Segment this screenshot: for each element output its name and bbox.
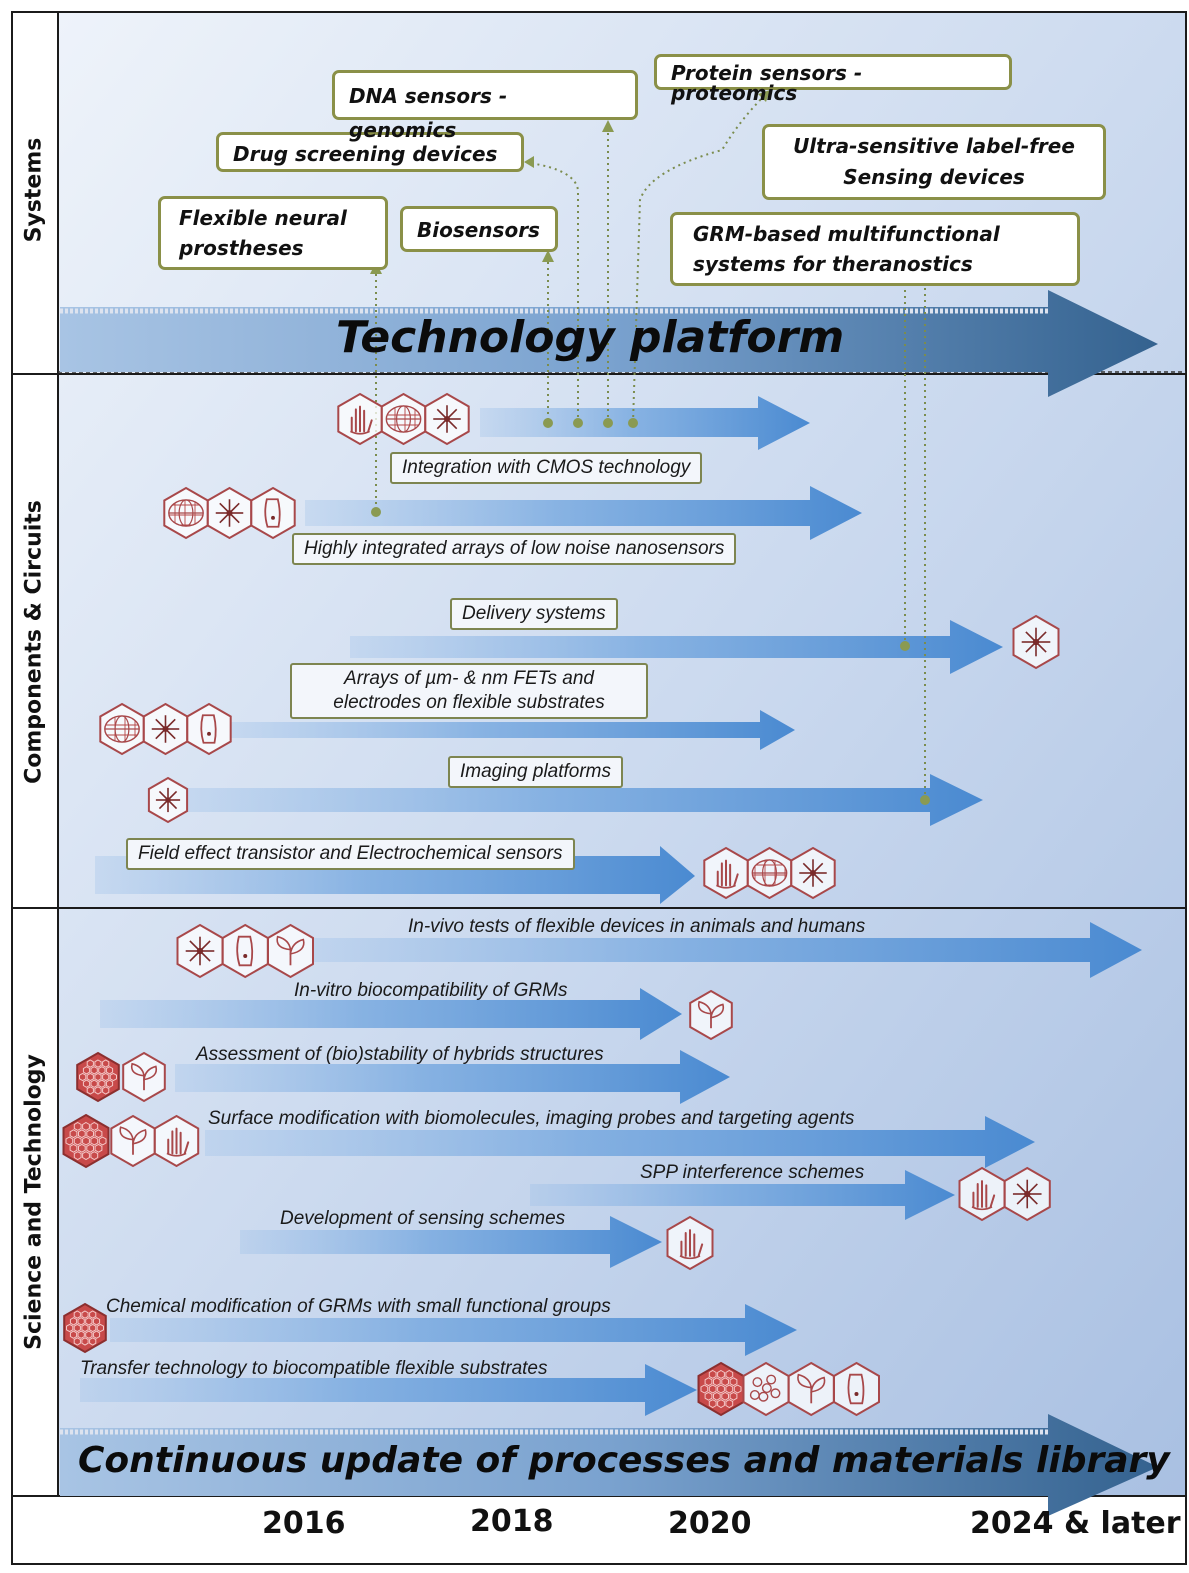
continuous-update-title: Continuous update of processes and mater…: [78, 1440, 1170, 1481]
label-chemical-modification: Chemical modification of GRMs with small…: [106, 1296, 611, 1317]
connector-lines: [375, 94, 926, 800]
neuron-star-icon: [1012, 614, 1060, 670]
continuous-update-arrow: [60, 1414, 1158, 1516]
arrow-dev: [240, 1216, 662, 1268]
neuron-star-icon: [424, 392, 470, 446]
cell-icon: [833, 1361, 880, 1417]
arrow-delivery: [350, 620, 1003, 674]
year-2016: 2016: [262, 1506, 346, 1541]
box-flexible-neural-prostheses: Flexible neural prostheses: [158, 196, 388, 270]
box-fet-electrochemical: Field effect transistor and Electrochemi…: [126, 838, 575, 870]
arrow-imaging: [180, 774, 983, 826]
plant-leaf-icon: [110, 1114, 156, 1168]
plant-leaf-icon: [122, 1051, 166, 1103]
year-2024-later: 2024 & later: [970, 1506, 1181, 1541]
label-sensing-schemes: Development of sensing schemes: [280, 1208, 566, 1229]
arrow-cmos: [480, 396, 810, 450]
label-in-vitro: In-vitro biocompatibility of GRMs: [294, 980, 568, 1001]
graphene-flake-icon: [697, 1361, 745, 1417]
graphene-flake-icon: [76, 1051, 120, 1103]
graphene-flake-icon: [62, 1113, 110, 1169]
plant-leaf-icon: [267, 923, 314, 979]
neuron-star-icon: [790, 846, 836, 900]
label-surface-modification: Surface modification with biomolecules, …: [208, 1108, 855, 1129]
year-2018: 2018: [470, 1504, 554, 1539]
hand-icon: [337, 392, 383, 446]
year-2020: 2020: [668, 1506, 752, 1541]
arrow-spp: [530, 1170, 955, 1220]
neuron-star-icon: [176, 923, 224, 979]
row-label-systems: Systems: [21, 137, 47, 243]
arrow-invitro: [100, 988, 682, 1040]
arrow-surface: [205, 1116, 1035, 1168]
neuron-star-icon: [1003, 1166, 1051, 1222]
box-fets: Arrays of µm- & nm FETs and electrodes o…: [290, 663, 648, 719]
arrow-transfer: [80, 1364, 697, 1416]
hand-icon: [666, 1215, 714, 1271]
outer-frame: [11, 11, 1187, 1565]
mesh-sphere-icon: [163, 486, 209, 540]
graphene-flake-icon: [63, 1302, 107, 1354]
box-imaging: Imaging platforms: [448, 756, 624, 788]
arrow-arrays: [305, 486, 862, 540]
box-grm-theranostics: GRM-based multifunctional systems for th…: [670, 212, 1080, 286]
box-dna-sensors: DNA sensors - genomics: [332, 70, 638, 142]
row-label-components: Components & Circuits: [21, 500, 47, 784]
arrow-assess: [175, 1050, 730, 1104]
connector-dots: [371, 418, 930, 805]
label-transfer-technology: Transfer technology to biocompatible fle…: [80, 1358, 548, 1379]
label-spp: SPP interference schemes: [640, 1162, 865, 1183]
hex-icons: [62, 392, 1060, 1417]
box-arrays: Highly integrated arrays of low noise na…: [292, 533, 737, 565]
arrow-chem: [110, 1304, 797, 1356]
label-in-vivo: In-vivo tests of flexible devices in ani…: [408, 916, 866, 937]
cell-icon: [186, 702, 232, 756]
science-arrows: [80, 922, 1142, 1416]
row-label-science: Science and Technology: [21, 1054, 47, 1350]
mesh-sphere-icon: [746, 846, 793, 900]
arrow-fets: [230, 710, 795, 750]
box-drug-screening: Drug screening devices: [216, 132, 524, 172]
box-biosensors: Biosensors: [400, 206, 558, 252]
cell-icon: [250, 486, 296, 540]
box-delivery: Delivery systems: [450, 598, 618, 630]
plant-leaf-icon: [689, 989, 733, 1041]
label-assessment: Assessment of (bio)stability of hybrids …: [196, 1044, 604, 1065]
hand-icon: [153, 1114, 200, 1168]
box-protein-sensors: Protein sensors - proteomics: [654, 54, 1012, 103]
neuron-star-icon: [147, 776, 189, 824]
arrow-invivo: [310, 922, 1142, 978]
mesh-sphere-icon: [99, 702, 145, 756]
box-ultra-sensitive: Ultra-sensitive label-free Sensing devic…: [762, 124, 1106, 200]
technology-platform-title: Technology platform: [336, 312, 845, 363]
box-cmos: Integration with CMOS technology: [390, 452, 703, 484]
